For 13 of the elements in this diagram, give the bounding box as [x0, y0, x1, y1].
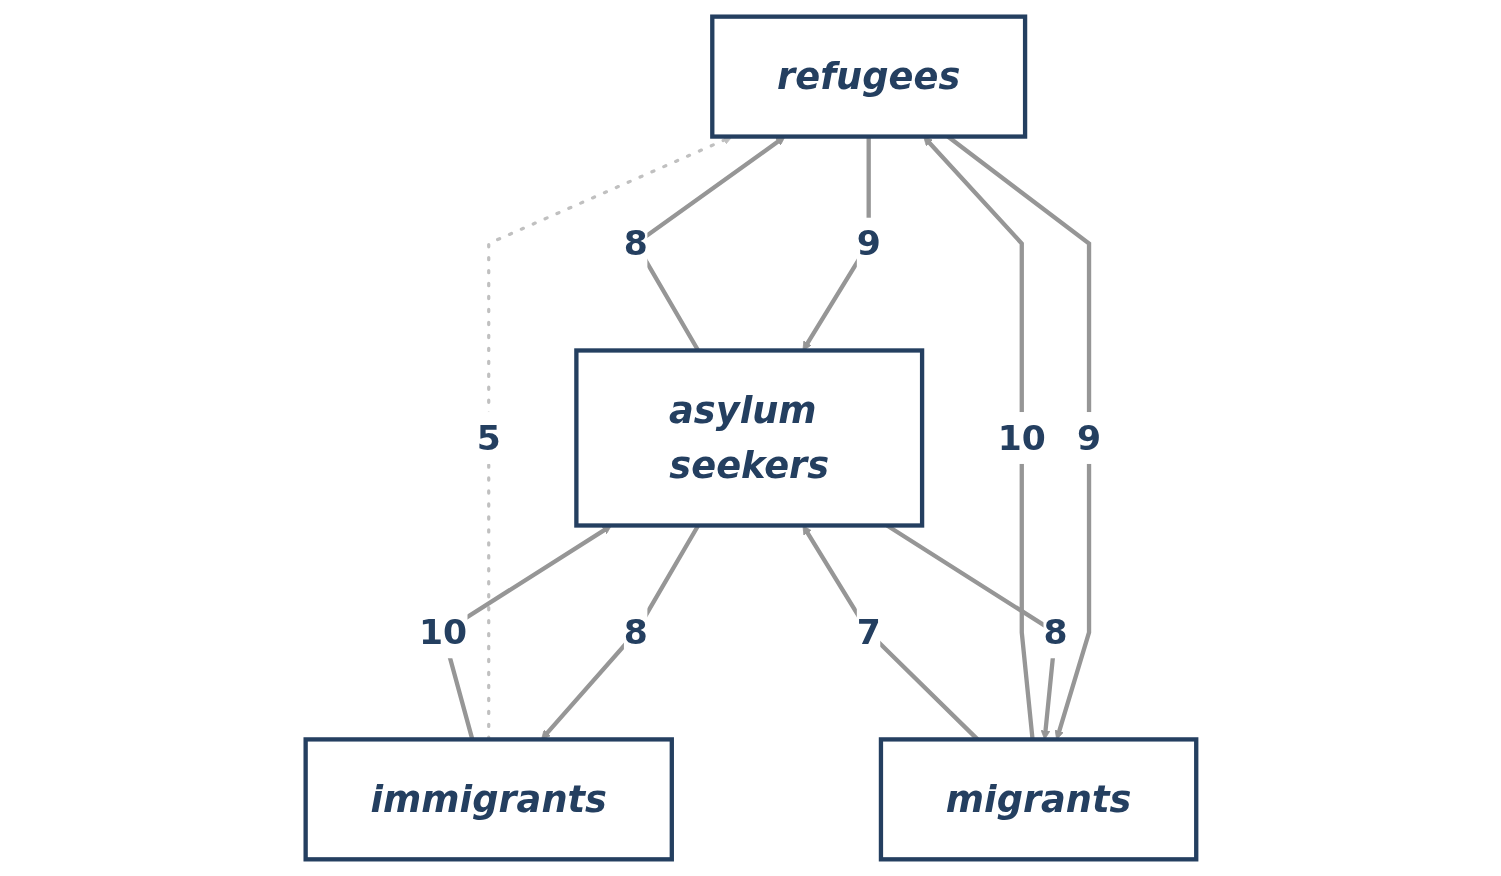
- node-box: asylum seekers: [573, 348, 924, 528]
- node-box: refugees: [709, 14, 1027, 139]
- node-box: migrants: [878, 737, 1198, 862]
- edge-label: 8: [623, 611, 648, 653]
- edge-label: 9: [856, 223, 881, 265]
- edge-label: 8: [623, 223, 648, 265]
- edge-label: 10: [997, 417, 1046, 459]
- node-box: immigrants: [303, 737, 674, 862]
- edge-label: 8: [1042, 611, 1067, 653]
- edge-label: 9: [1076, 417, 1101, 459]
- edge-label: 10: [418, 611, 467, 653]
- edge-label: 7: [856, 611, 881, 653]
- edge-label: 5: [476, 417, 501, 459]
